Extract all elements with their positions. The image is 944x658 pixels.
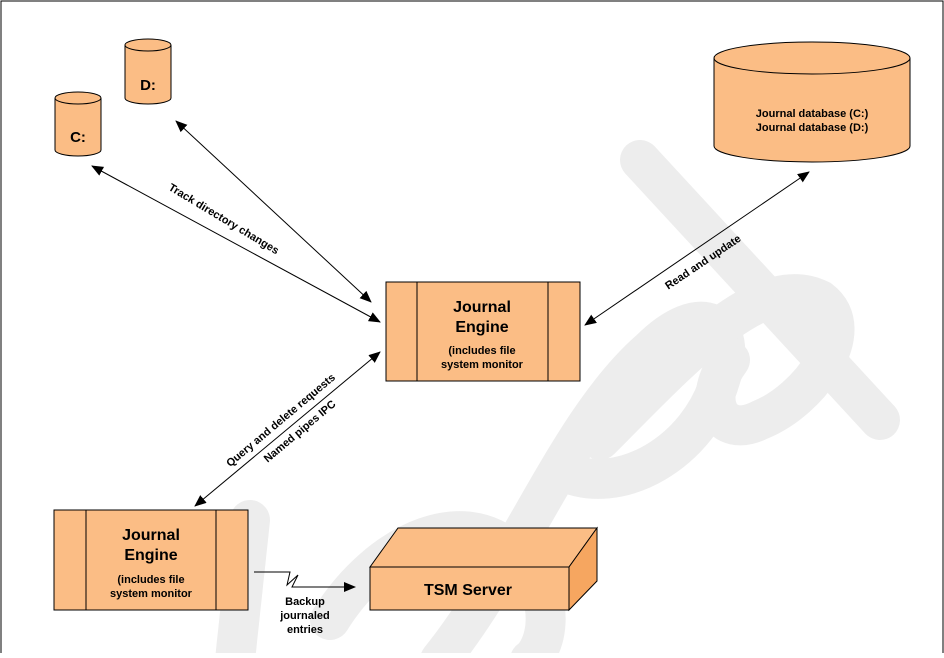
c-drive-label: C: — [70, 129, 86, 146]
tsm-server-box: TSM Server — [369, 526, 598, 612]
backup-label-3: entries — [287, 624, 323, 636]
c-drive-connector — [91, 165, 381, 323]
engine-main-sub-1: (includes file — [448, 345, 515, 357]
engine-client-sub-1: (includes file — [117, 574, 184, 586]
database-line-2: Journal database (D:) — [756, 122, 869, 134]
engine-main-title-2: Engine — [455, 319, 508, 336]
tsm-server-label: TSM Server — [424, 582, 512, 599]
engine-client-title-1: Journal — [122, 527, 180, 544]
track-changes-label: Track directory changes — [166, 182, 281, 257]
database-line-1: Journal database (C:) — [756, 108, 869, 120]
connections — [91, 120, 810, 592]
engine-client-sub-2: system monitor — [110, 588, 193, 600]
journal-engine-client: Journal Engine (includes file system mon… — [53, 509, 249, 611]
d-drive-label: D: — [140, 77, 156, 94]
ipc-connector — [194, 351, 381, 507]
backup-connector — [254, 571, 356, 592]
journal-database-cylinder: Journal database (C:) Journal database (… — [713, 41, 911, 163]
c-drive-cylinder: C: — [54, 91, 102, 157]
engine-client-title-2: Engine — [124, 547, 177, 564]
backup-label-2: journaled — [279, 610, 330, 622]
engine-main-sub-2: system monitor — [441, 359, 524, 371]
journal-engine-main: Journal Engine (includes file system mon… — [385, 281, 581, 382]
database-connector — [584, 171, 810, 326]
d-drive-cylinder: D: — [124, 38, 172, 105]
backup-label-1: Backup — [285, 596, 325, 608]
engine-main-title-1: Journal — [453, 299, 511, 316]
